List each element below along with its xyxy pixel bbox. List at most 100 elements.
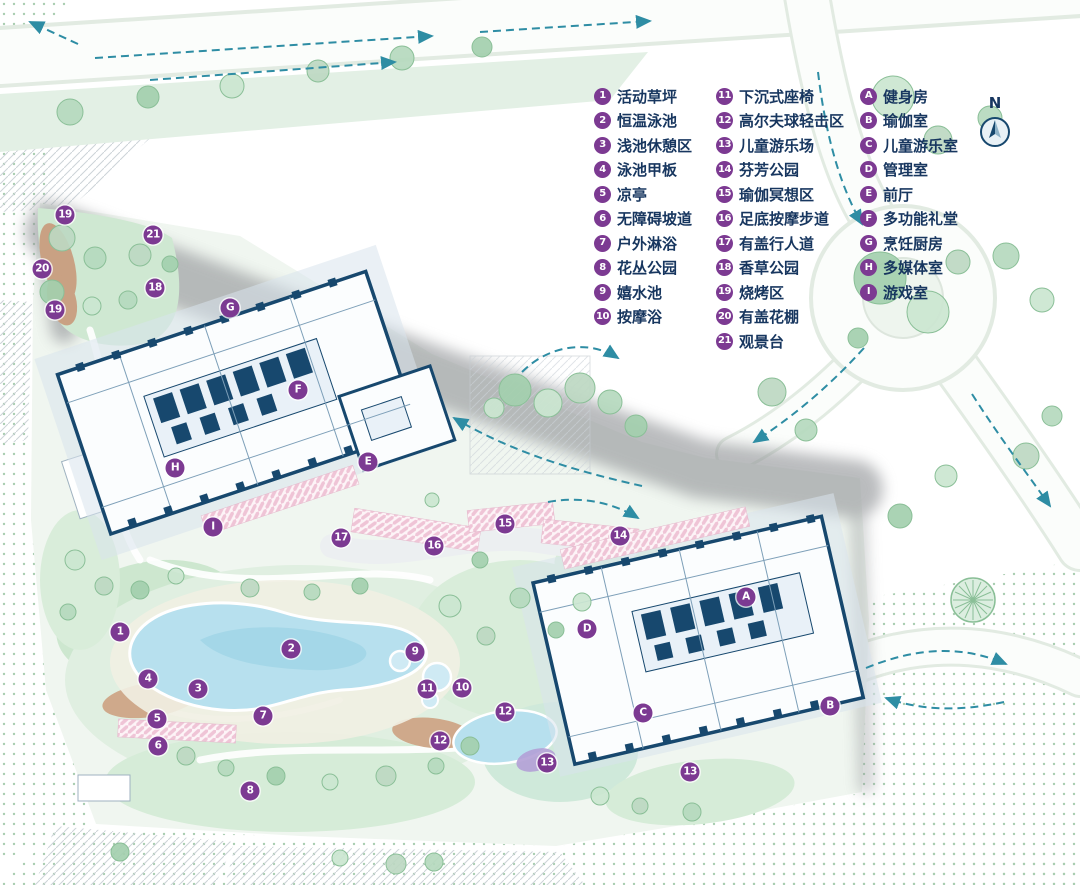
- legend-badge: A: [860, 87, 877, 105]
- legend-badge: 3: [594, 136, 611, 154]
- traffic-arrows: [28, 14, 1052, 710]
- tree-icon: [624, 414, 648, 438]
- legend-item-16: 16 足底按摩步道: [716, 207, 860, 232]
- tree-icon: [945, 249, 971, 275]
- tree-icon: [118, 290, 138, 310]
- compass-north-label: N: [988, 94, 1002, 112]
- legend-label: 嬉水池: [617, 283, 663, 302]
- legend-badge: C: [860, 136, 877, 154]
- legend-badge: 20: [716, 308, 733, 326]
- tree-icon: [83, 246, 107, 270]
- tree-icon: [906, 290, 950, 334]
- compass-icon: [980, 117, 1010, 147]
- tree-icon: [240, 578, 260, 598]
- tree-icon: [483, 397, 505, 419]
- legend-label: 泳池甲板: [617, 161, 678, 180]
- legend-item-21: 21 观景台: [716, 329, 860, 354]
- tree-icon: [321, 773, 339, 791]
- legend-badge: 17: [716, 234, 733, 252]
- legend-badge: D: [860, 161, 877, 179]
- legend-label: 前厅: [883, 185, 914, 204]
- tree-icon: [59, 603, 77, 621]
- legend-badge: 21: [716, 332, 733, 350]
- legend-label: 浅池休憩区: [617, 136, 693, 155]
- tree-icon: [110, 842, 130, 862]
- tree-icon: [64, 549, 86, 571]
- tree-icon: [547, 621, 565, 639]
- legend-badge: 11: [716, 87, 733, 105]
- tree-icon: [887, 503, 913, 529]
- structural-columns: [546, 514, 820, 761]
- legend-label: 观景台: [739, 332, 785, 351]
- tree-icon: [757, 377, 787, 407]
- legend-label: 有盖行人道: [739, 234, 815, 253]
- legend-badge: 1: [594, 87, 611, 105]
- legend-label: 香草公园: [739, 259, 800, 278]
- legend-label: 恒温泳池: [617, 112, 678, 131]
- legend-label: 按摩浴: [617, 308, 663, 327]
- tree-icon: [389, 45, 415, 71]
- tree-icon: [219, 73, 245, 99]
- tree-icon: [438, 594, 462, 618]
- legend-item-7: 7 户外淋浴: [594, 231, 716, 256]
- tree-icon: [48, 224, 76, 252]
- legend-label: 芬芳公园: [739, 161, 800, 180]
- legend-badge: I: [860, 283, 877, 301]
- legend-badge: 8: [594, 259, 611, 277]
- tree-icon: [590, 786, 610, 806]
- tree-icon: [331, 849, 349, 867]
- tree-icon: [460, 736, 480, 756]
- tree-icon: [303, 583, 321, 601]
- legend-label: 足底按摩步道: [739, 210, 830, 229]
- tree-icon: [385, 853, 407, 875]
- legend-item-13: 13 儿童游乐场: [716, 133, 860, 158]
- legend-badge: H: [860, 259, 877, 277]
- legend-label: 高尔夫球轻击区: [739, 112, 845, 131]
- tree-icon: [572, 592, 592, 612]
- legend-badge: B: [860, 112, 877, 130]
- tree-icon: [39, 279, 65, 305]
- legend-label: 花丛公园: [617, 259, 678, 278]
- tree-icon: [934, 464, 958, 488]
- tree-icon: [176, 746, 196, 766]
- tree-icon: [1041, 405, 1063, 427]
- building-left: [34, 244, 457, 561]
- legend-label: 瑜伽室: [883, 112, 929, 131]
- legend-badge: 13: [716, 136, 733, 154]
- tree-icon: [424, 852, 444, 872]
- legend-badge: 7: [594, 234, 611, 252]
- tree-icon: [1012, 442, 1040, 470]
- legend-label: 烹饪厨房: [883, 234, 944, 253]
- legend-badge: 5: [594, 185, 611, 203]
- legend-label: 户外淋浴: [617, 234, 678, 253]
- legend-badge: 16: [716, 210, 733, 228]
- legend-label: 儿童游乐场: [739, 136, 815, 155]
- legend-label: 下沉式座椅: [739, 87, 815, 106]
- compass: N: [975, 94, 1015, 157]
- legend-badge: 14: [716, 161, 733, 179]
- spa-pool: [421, 661, 453, 693]
- legend-badge: 15: [716, 185, 733, 203]
- legend-badge: E: [860, 185, 877, 203]
- tree-icon: [128, 243, 152, 267]
- tree-icon: [351, 577, 369, 595]
- tree-icon: [533, 388, 563, 418]
- tree-icon: [217, 759, 235, 777]
- tree-icon: [597, 389, 623, 415]
